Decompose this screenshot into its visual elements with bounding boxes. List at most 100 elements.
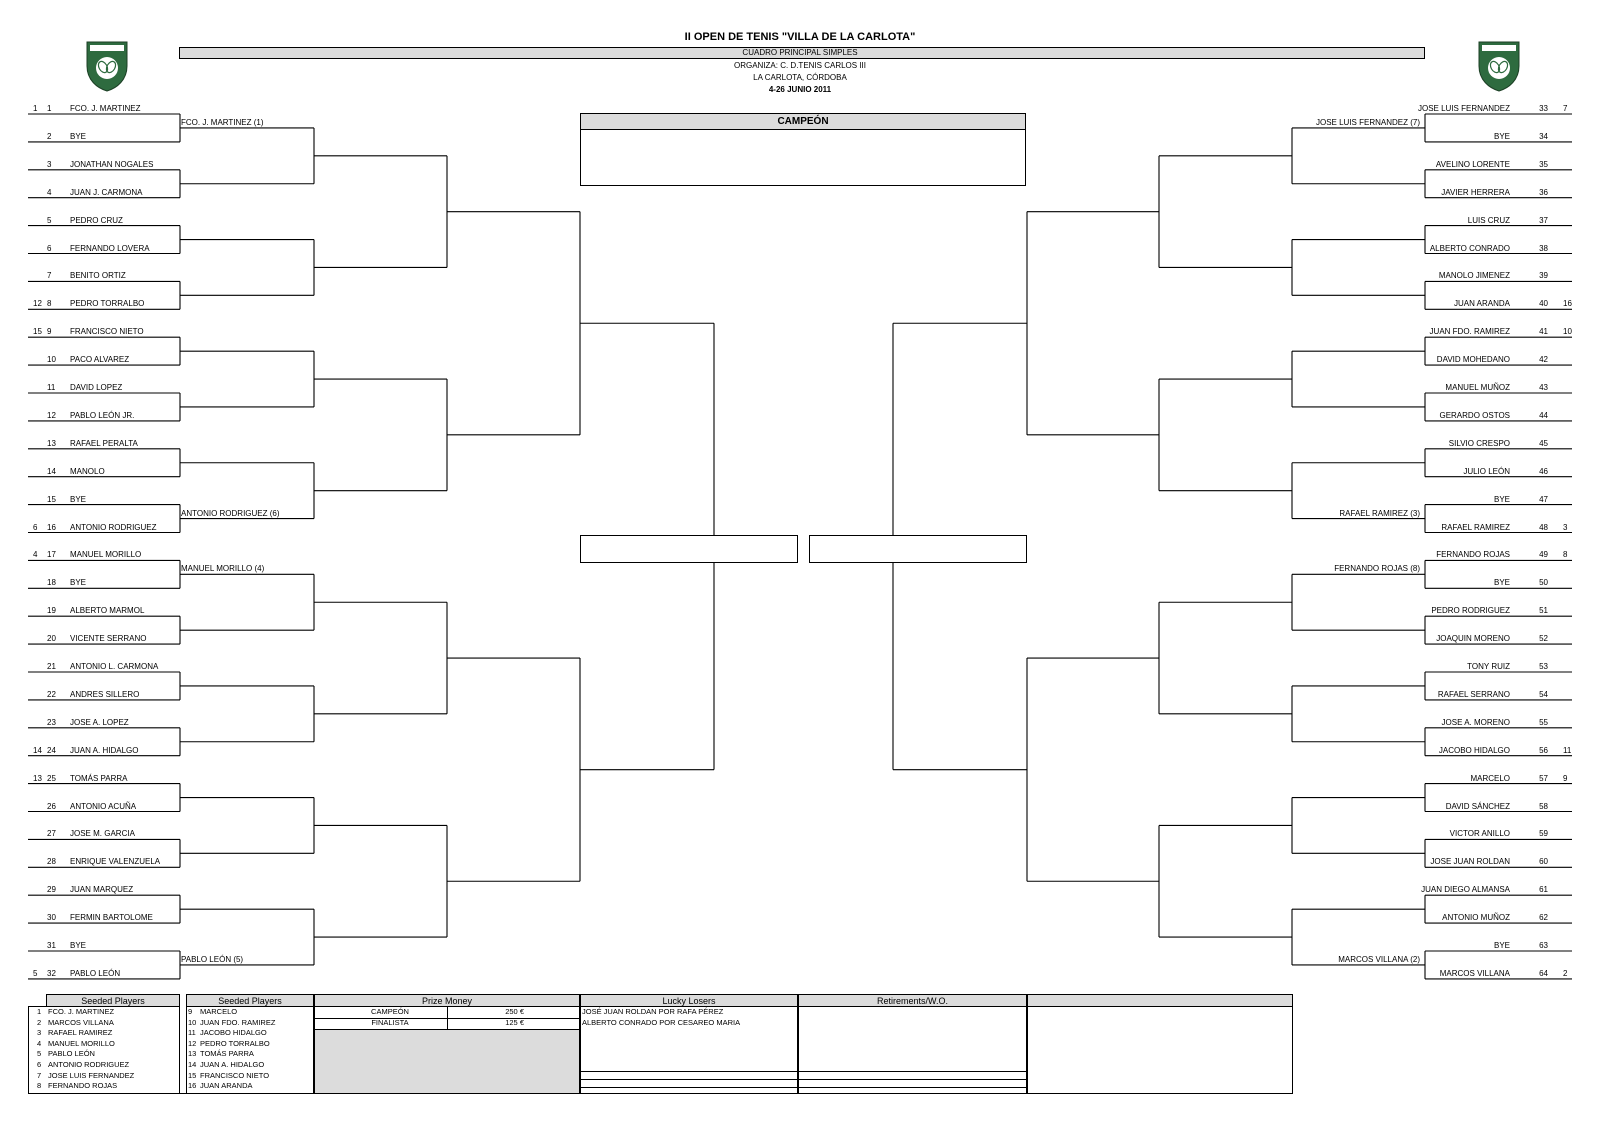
draw-position: 54: [1539, 689, 1548, 699]
seeded-player: PABLO LEÓN: [48, 1049, 95, 1059]
player-name: JOSE M. GARCIA: [70, 829, 135, 839]
draw-position: 7: [47, 271, 52, 281]
club-logo-right: [1478, 41, 1520, 92]
seed-number: 5: [33, 968, 38, 978]
draw-position: 13: [47, 438, 56, 448]
draw-position: 39: [1539, 271, 1548, 281]
draw-position: 50: [1539, 578, 1548, 588]
seed-rank: 12: [188, 1038, 197, 1048]
player-name: ALBERTO CONRADO: [1429, 243, 1510, 253]
seed-rank: 15: [188, 1070, 197, 1080]
tournament-title: II OPEN DE TENIS "VILLA DE LA CARLOTA": [684, 31, 916, 43]
seeded-player: JUAN A. HIDALGO: [200, 1060, 265, 1069]
dates-line: 4-26 JUNIO 2011: [768, 85, 832, 94]
player-name: BYE: [70, 494, 87, 504]
seed-number: 13: [33, 773, 42, 783]
draw-position: 22: [47, 689, 56, 699]
seed-number: 10: [1563, 327, 1572, 337]
player-name: BYE: [70, 941, 87, 950]
seed-number: 7: [1563, 104, 1568, 113]
draw-position: 45: [1539, 438, 1548, 448]
organizer-line: ORGANIZA: C. D.TENIS CARLOS III: [733, 61, 867, 70]
seed-rank: 10: [188, 1017, 197, 1027]
player-name: MARCOS VILLANA: [1439, 968, 1510, 978]
seeded-player: FCO. J. MARTINEZ: [48, 1007, 115, 1016]
player-name: PABLO LEÓN JR.: [70, 410, 135, 420]
player-name: DAVID SÁNCHEZ: [1445, 801, 1510, 811]
draw-position: 53: [1539, 662, 1548, 671]
draw-position: 41: [1539, 327, 1548, 337]
seed-rank: 16: [188, 1081, 197, 1091]
draw-position: 30: [47, 913, 56, 923]
player-name: GERARDO OSTOS: [1439, 410, 1510, 420]
seed-rank: 3: [37, 1028, 42, 1038]
round2-winner: RAFAEL RAMIREZ (3): [1339, 508, 1420, 518]
seed-number: 16: [1563, 299, 1572, 309]
player-name: PABLO LEÓN: [70, 968, 121, 978]
draw-position: 17: [47, 550, 56, 560]
seeded-player: JOSE LUIS FERNANDEZ: [48, 1070, 135, 1080]
finalist-box-right: [809, 535, 1027, 563]
round2-winner: MARCOS VILLANA (2): [1338, 954, 1420, 964]
seeded-player: JUAN ARANDA: [200, 1081, 253, 1091]
seed-number: 6: [33, 522, 38, 532]
seed-number: 14: [33, 745, 42, 755]
seed-rank: 14: [188, 1060, 197, 1069]
player-name: ANTONIO ACUÑA: [70, 801, 137, 811]
player-name: BYE: [1493, 494, 1510, 504]
seed-number: 3: [1563, 522, 1568, 532]
draw-position: 18: [47, 578, 56, 588]
player-name: JOAQUIN MORENO: [1436, 634, 1510, 644]
seeded-player: TOMÁS PARRA: [200, 1049, 254, 1059]
draw-position: 57: [1539, 773, 1548, 783]
seed-number: 12: [33, 299, 42, 309]
player-name: SILVIO CRESPO: [1448, 438, 1510, 448]
draw-position: 36: [1539, 187, 1548, 197]
seeded-player: MARCELO: [200, 1007, 238, 1016]
draw-position: 61: [1539, 885, 1548, 895]
player-name: ALBERTO MARMOL: [70, 606, 145, 616]
seed-rank: 1: [37, 1007, 42, 1016]
draw-position: 12: [47, 410, 56, 420]
seed-number: 4: [33, 550, 38, 560]
draw-position: 51: [1539, 606, 1548, 616]
player-name: PEDRO CRUZ: [70, 215, 123, 225]
retirements-table: [798, 1006, 1027, 1094]
draw-position: 48: [1539, 522, 1548, 532]
round2-winner: PABLO LEÓN (5): [181, 954, 244, 964]
player-name: BYE: [70, 578, 87, 588]
draw-position: 5: [47, 215, 52, 225]
seeded-player: MARCOS VILLANA: [48, 1017, 114, 1027]
player-name: BYE: [70, 131, 87, 141]
seeded-player: ANTONIO RODRIGUEZ: [48, 1060, 130, 1069]
player-name: JUAN J. CARMONA: [70, 187, 143, 197]
title-bar: [179, 47, 1425, 59]
draw-position: 11: [47, 383, 56, 392]
player-name: JUAN A. HIDALGO: [70, 745, 139, 755]
seed-rank: 4: [37, 1038, 42, 1048]
player-name: JOSE JUAN ROLDAN: [1430, 857, 1510, 867]
player-name: BYE: [1493, 131, 1510, 141]
player-name: MANUEL MORILLO: [70, 550, 142, 560]
player-name: JACOBO HIDALGO: [1438, 745, 1510, 755]
player-name: ANTONIO L. CARMONA: [70, 662, 159, 671]
player-name: FERMIN BARTOLOME: [70, 913, 153, 923]
draw-position: 10: [47, 355, 56, 365]
draw-position: 28: [47, 857, 56, 867]
seed-rank: 13: [188, 1049, 197, 1059]
player-name: RAFAEL PERALTA: [70, 438, 138, 448]
seed-rank: 7: [37, 1070, 42, 1080]
player-name: LUIS CRUZ: [1467, 215, 1510, 225]
draw-position: 37: [1539, 215, 1548, 225]
draw-position: 23: [47, 717, 56, 727]
seed-number: 8: [1563, 550, 1568, 560]
draw-position: 47: [1539, 494, 1548, 504]
prize-amount: 250 €: [505, 1007, 524, 1016]
draw-position: 15: [47, 494, 56, 504]
seeded-player: RAFAEL RAMIREZ: [48, 1028, 113, 1038]
draw-position: 6: [47, 243, 52, 253]
player-name: DAVID MOHEDANO: [1436, 355, 1510, 365]
player-name: FCO. J. MARTINEZ: [70, 104, 141, 113]
player-name: FRANCISCO NIETO: [70, 327, 144, 337]
player-name: ANDRES SILLERO: [70, 689, 140, 699]
